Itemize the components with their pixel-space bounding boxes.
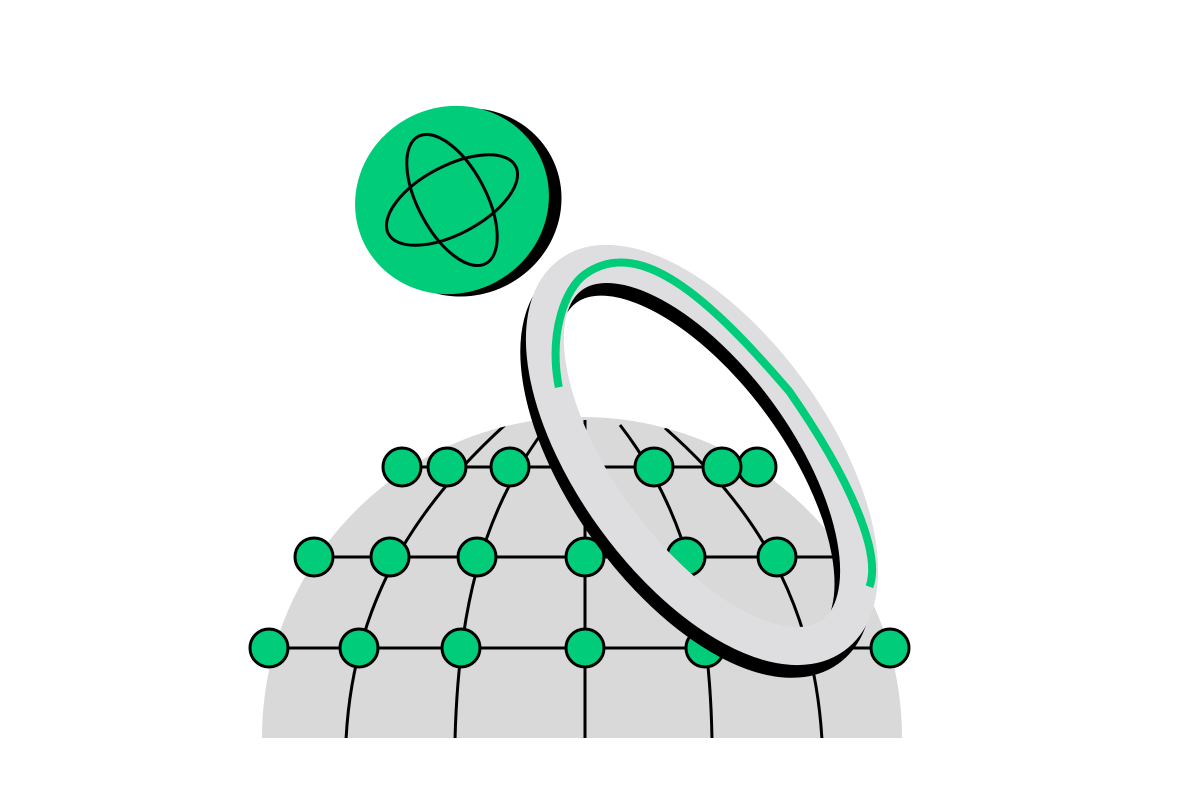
network-node-icon <box>456 536 498 578</box>
network-node-icon <box>869 627 911 669</box>
coin-face <box>355 105 549 295</box>
network-node-icon <box>338 627 380 669</box>
network-node-icon <box>756 536 798 578</box>
network-node-icon <box>564 627 606 669</box>
network-node-icon <box>736 446 778 488</box>
network-node-icon <box>426 446 468 488</box>
network-node-icon <box>369 536 411 578</box>
network-node-icon <box>381 446 423 488</box>
atom-orbit-icon <box>384 132 520 268</box>
network-node-icon <box>293 536 335 578</box>
network-node-icon <box>440 627 482 669</box>
network-node-icon <box>701 446 743 488</box>
front-network-nodes <box>869 627 911 669</box>
network-node-icon <box>564 536 606 578</box>
network-node-icon <box>489 446 531 488</box>
network-node-icon <box>633 446 675 488</box>
ring-icon <box>520 244 879 678</box>
coin-icon <box>355 105 562 297</box>
network-nodes <box>248 446 826 669</box>
network-node-icon <box>248 627 290 669</box>
ring-inner-accent <box>551 258 877 589</box>
